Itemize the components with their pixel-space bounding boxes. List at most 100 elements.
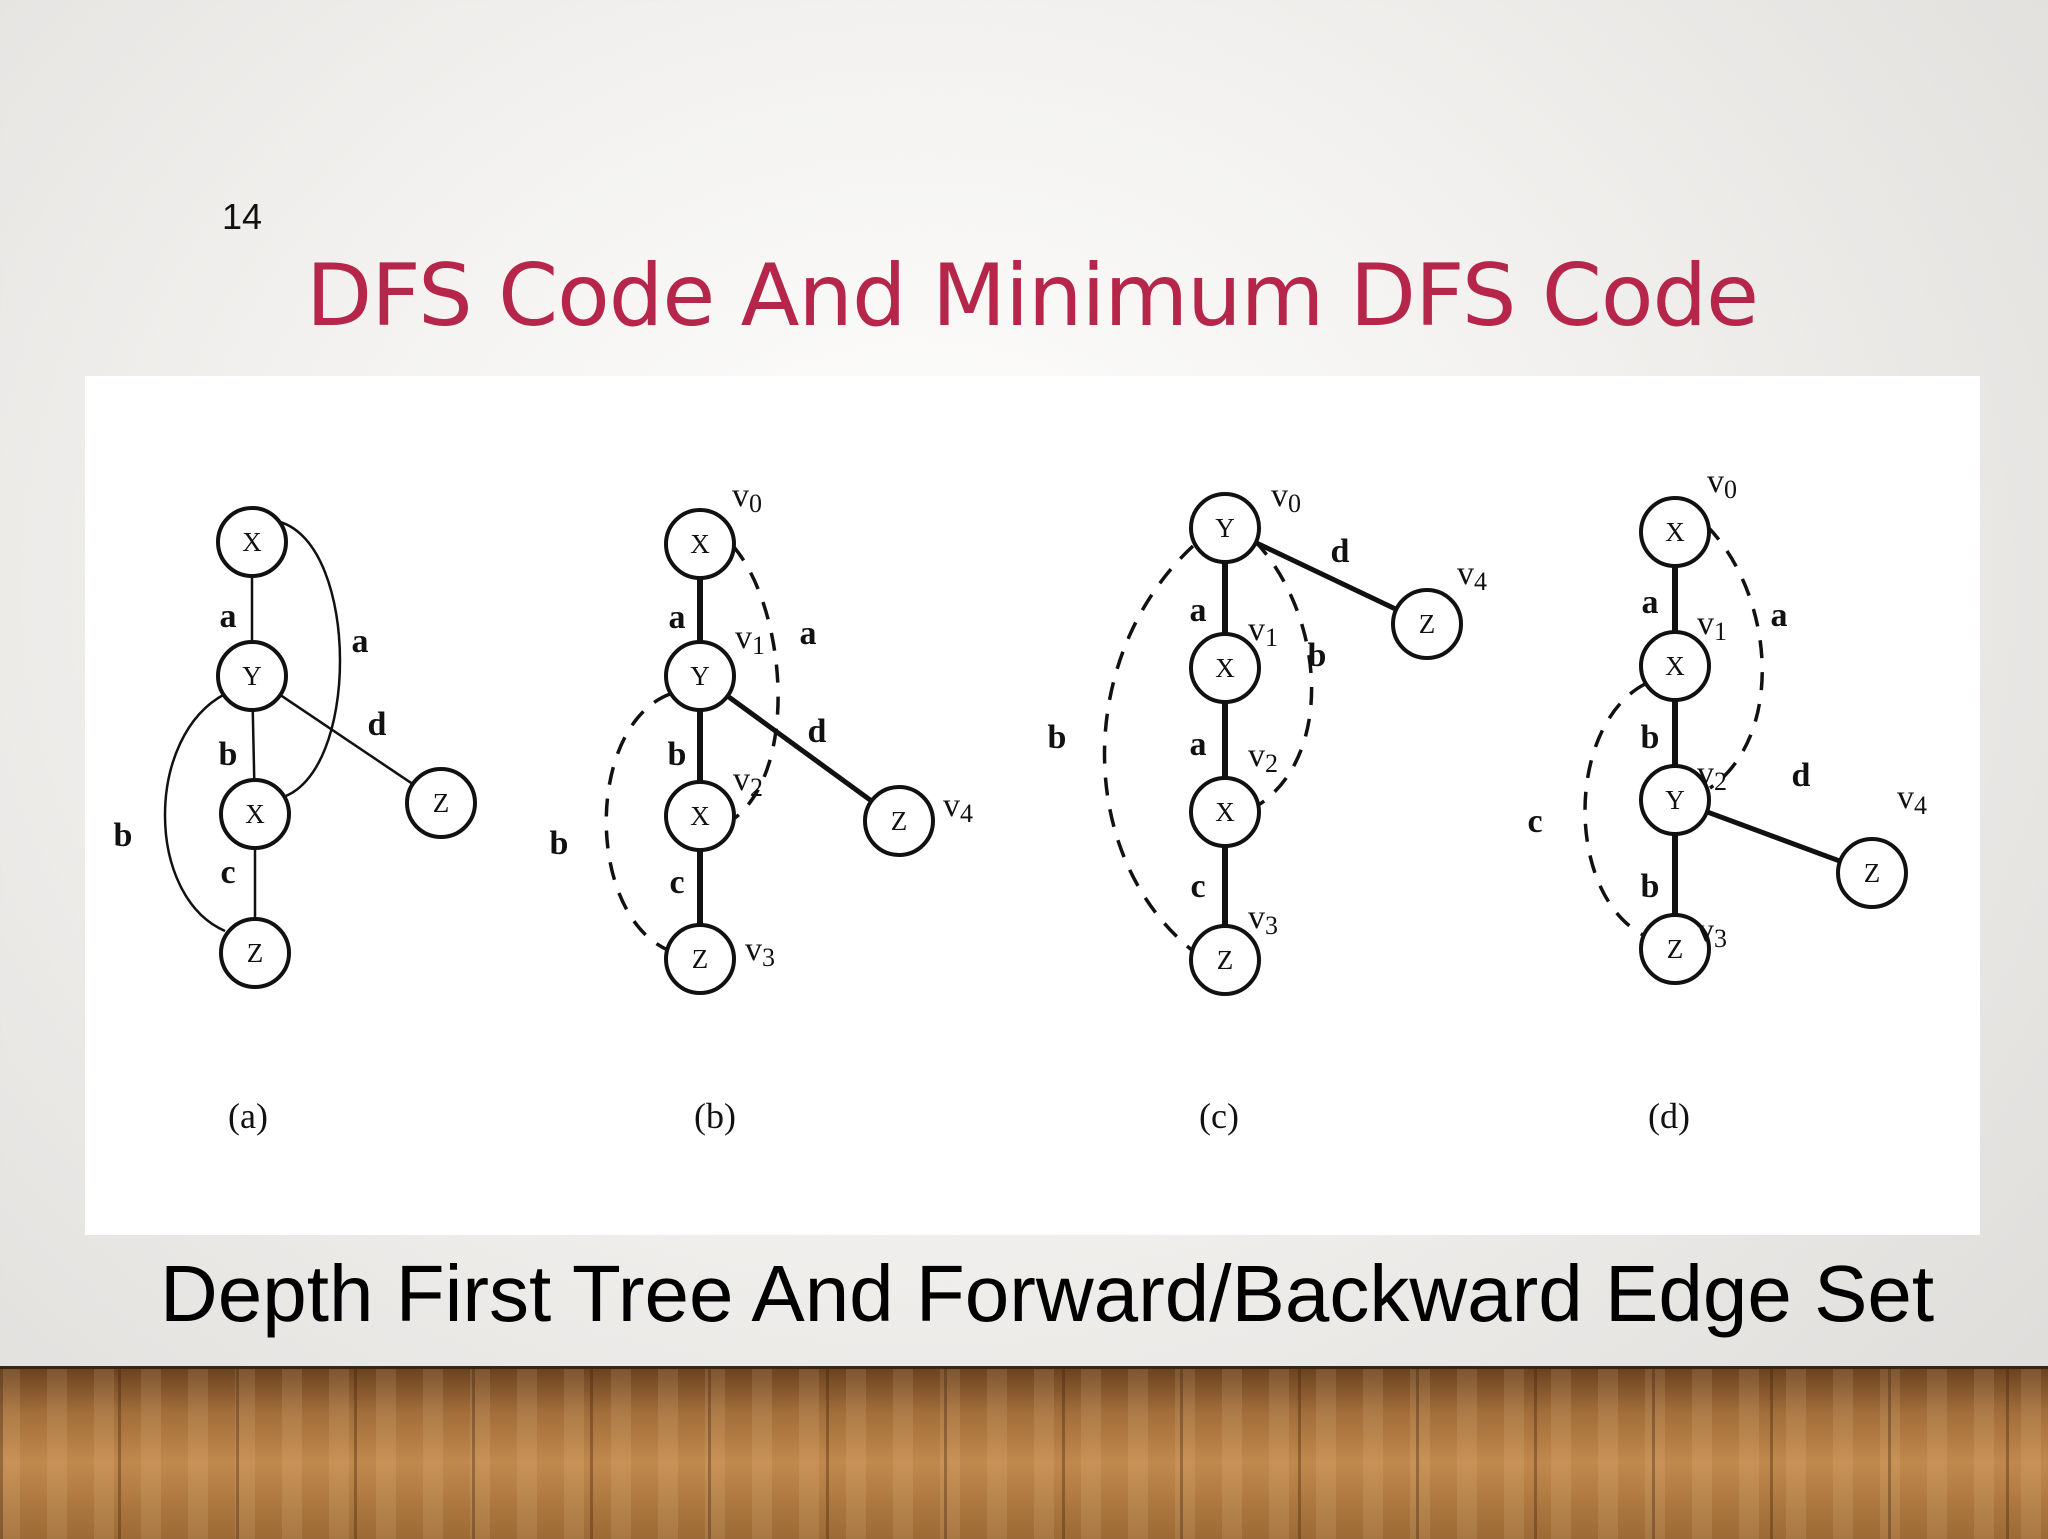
edge-label-a-e3: c bbox=[220, 854, 235, 891]
graph-c: a a c d b b Y X X Z Zv0 v1 v2 v3 v4 (c) bbox=[1048, 477, 1487, 1136]
wood-floor-decoration bbox=[0, 1366, 2048, 1539]
node-label-c-n3: X bbox=[1215, 797, 1235, 827]
node-d-n1 bbox=[1639, 496, 1711, 568]
edge-label-a-e2: b bbox=[219, 736, 238, 773]
node-a-n4 bbox=[405, 767, 477, 839]
vertex-label-b-1: v1 bbox=[735, 619, 765, 660]
edge-a-e4 bbox=[279, 693, 414, 786]
edge-d-e5 bbox=[1705, 524, 1764, 790]
vertex-label-c-0: v0 bbox=[1271, 477, 1301, 518]
vertex-label-d-2: v2 bbox=[1697, 755, 1727, 796]
node-label-b-n4: Z bbox=[891, 806, 908, 836]
vertex-label-d-4: v4 bbox=[1897, 779, 1927, 820]
node-b-n3 bbox=[664, 780, 736, 852]
node-a-n5 bbox=[219, 917, 291, 989]
edge-label-b-e6: b bbox=[550, 825, 569, 862]
node-label-b-n3: X bbox=[690, 801, 710, 831]
slide-title: DFS Code And Minimum DFS Code bbox=[306, 246, 1759, 346]
edge-b-e4 bbox=[726, 694, 873, 803]
vertex-label-b-4: v4 bbox=[943, 787, 973, 828]
vertex-label-d-1: v1 bbox=[1697, 605, 1727, 646]
node-label-a-n2: Y bbox=[242, 661, 262, 691]
edge-label-c-e4: d bbox=[1331, 533, 1350, 570]
edge-b-e5 bbox=[731, 544, 780, 820]
node-label-c-n1: Y bbox=[1215, 513, 1235, 543]
node-a-n1 bbox=[216, 506, 288, 578]
node-label-d-n4: Z bbox=[1864, 858, 1881, 888]
vertex-label-c-3: v3 bbox=[1248, 899, 1278, 940]
node-label-d-n2: X bbox=[1665, 651, 1685, 681]
edge-label-c-e6: b bbox=[1048, 719, 1067, 756]
node-d-n4 bbox=[1836, 837, 1908, 909]
subfigure-label-b: (b) bbox=[694, 1096, 736, 1136]
edge-label-d-e6: c bbox=[1527, 803, 1542, 840]
edge-a-e6 bbox=[163, 692, 226, 933]
node-label-c-n2: X bbox=[1215, 653, 1235, 683]
node-label-a-n5: Z bbox=[247, 938, 264, 968]
edge-label-d-e2: b bbox=[1641, 719, 1660, 756]
node-b-n1 bbox=[664, 508, 736, 580]
edge-label-a-e1: a bbox=[220, 598, 237, 635]
figure-caption: Depth First Tree And Forward/Backward Ed… bbox=[160, 1249, 1935, 1338]
node-label-b-n1: X bbox=[690, 529, 710, 559]
node-b-n2 bbox=[664, 640, 736, 712]
edge-label-a-e5: a bbox=[352, 623, 369, 660]
node-c-n3 bbox=[1189, 776, 1261, 848]
vertex-label-b-2: v2 bbox=[733, 761, 763, 802]
node-label-c-n5: Z bbox=[1217, 945, 1234, 975]
vertex-label-c-2: v2 bbox=[1248, 737, 1278, 778]
subfigure-label-d: (d) bbox=[1648, 1096, 1690, 1136]
node-label-a-n1: X bbox=[242, 527, 262, 557]
node-b-n4 bbox=[863, 785, 935, 857]
node-label-a-n3: X bbox=[245, 799, 265, 829]
edge-label-b-e3: c bbox=[669, 864, 684, 901]
node-label-b-n2: Y bbox=[690, 661, 710, 691]
edge-b-e6 bbox=[604, 692, 671, 953]
edge-label-b-e4: d bbox=[808, 713, 827, 750]
node-label-d-n5: Z bbox=[1667, 934, 1684, 964]
node-c-n2 bbox=[1189, 632, 1261, 704]
node-d-n3 bbox=[1639, 764, 1711, 836]
node-c-n4 bbox=[1391, 588, 1463, 660]
node-label-d-n1: X bbox=[1665, 517, 1685, 547]
subfigure-label-c: (c) bbox=[1199, 1096, 1239, 1136]
node-label-c-n4: Z bbox=[1419, 609, 1436, 639]
vertex-label-d-0: v0 bbox=[1707, 463, 1737, 504]
subfigure-label-a: (a) bbox=[228, 1096, 268, 1136]
edge-label-d-e4: d bbox=[1792, 757, 1811, 794]
edge-a-e5 bbox=[279, 520, 342, 800]
edge-d-e4 bbox=[1706, 809, 1841, 864]
node-c-n5 bbox=[1189, 924, 1261, 996]
edge-label-d-e3: b bbox=[1641, 868, 1660, 905]
vertex-label-b-3: v3 bbox=[745, 931, 775, 972]
edge-label-c-e1: a bbox=[1190, 592, 1207, 629]
edge-c-e5 bbox=[1253, 539, 1314, 808]
edge-label-a-e4: d bbox=[368, 706, 387, 743]
node-label-d-n3: Y bbox=[1665, 785, 1685, 815]
edge-c-e6 bbox=[1102, 544, 1195, 953]
edge-label-b-e2: b bbox=[668, 736, 687, 773]
vertex-label-b-0: v0 bbox=[732, 477, 762, 518]
node-d-n2 bbox=[1639, 630, 1711, 702]
edge-label-c-e3: c bbox=[1190, 868, 1205, 905]
vertex-label-c-4: v4 bbox=[1457, 555, 1487, 596]
vertex-label-c-1: v1 bbox=[1248, 611, 1278, 652]
edge-label-b-e1: a bbox=[669, 599, 686, 636]
edge-label-c-e2: a bbox=[1190, 726, 1207, 763]
node-a-n3 bbox=[219, 778, 291, 850]
edge-c-e4 bbox=[1254, 540, 1398, 612]
node-d-n5 bbox=[1639, 913, 1711, 985]
edge-d-e6 bbox=[1583, 682, 1646, 938]
edge-a-e2 bbox=[251, 709, 256, 781]
edge-label-c-e5: b bbox=[1308, 637, 1327, 674]
node-b-n5 bbox=[664, 923, 736, 995]
edge-label-b-e5: a bbox=[800, 615, 817, 652]
vertex-label-d-3: v3 bbox=[1697, 912, 1727, 953]
edge-label-a-e6: b bbox=[114, 817, 133, 854]
edge-label-d-e1: a bbox=[1642, 584, 1659, 621]
